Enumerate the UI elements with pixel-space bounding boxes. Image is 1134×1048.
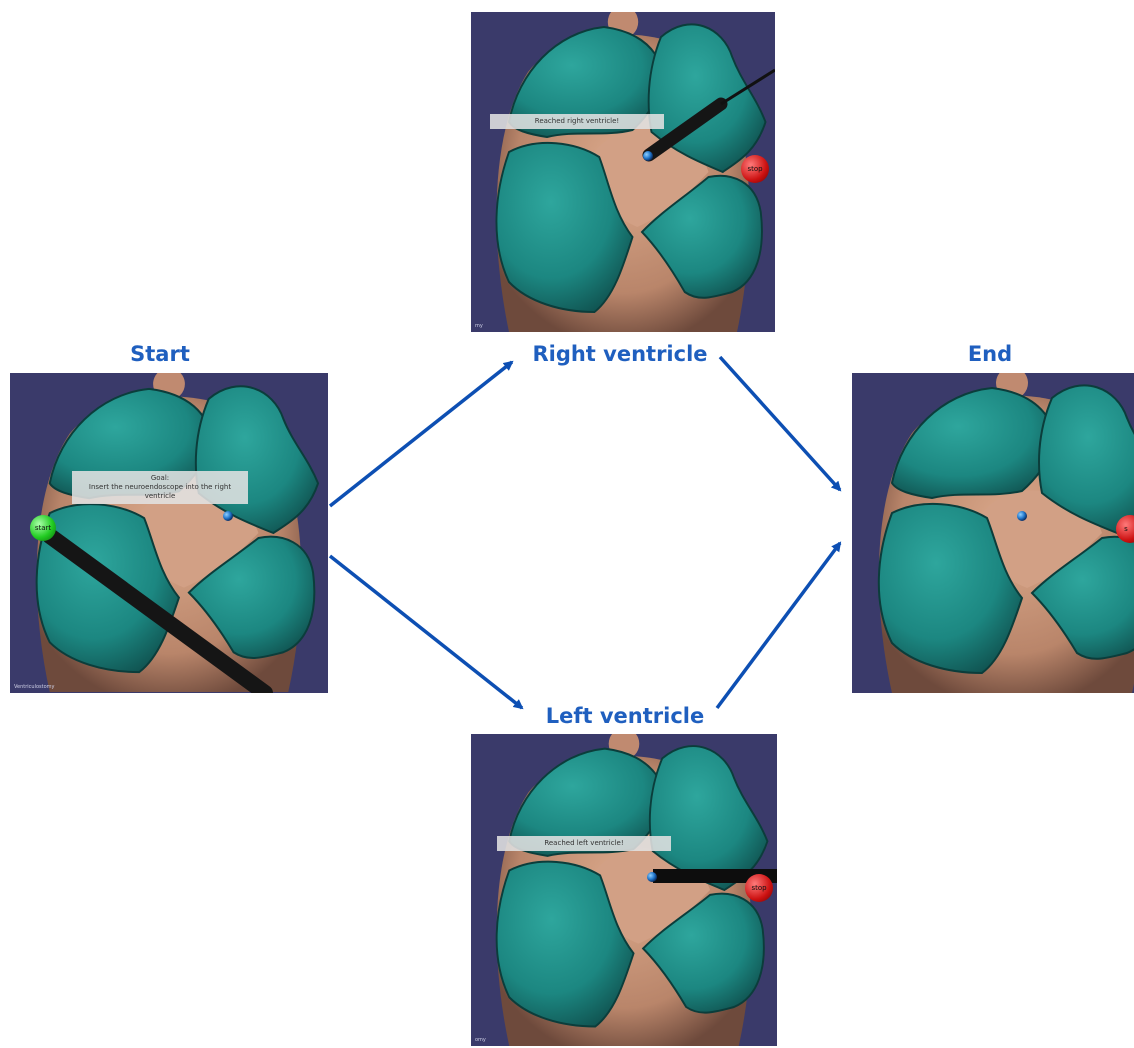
- right-corner-text: my: [475, 323, 483, 329]
- start-goal-message: Goal: Insert the neuroendoscope into the…: [72, 471, 248, 504]
- endoscope-icon: [42, 511, 273, 693]
- start-button-label: start: [34, 524, 52, 532]
- arrow-left-to-end: [715, 541, 842, 710]
- endoscope-icon: [647, 869, 777, 883]
- goal-label: Goal:: [150, 474, 170, 482]
- start-panel: Goal: Insert the neuroendoscope into the…: [10, 373, 328, 693]
- target-marker-icon: [647, 872, 657, 882]
- end-title: End: [967, 342, 1013, 366]
- end-overlay: [1017, 511, 1027, 521]
- stop-button-label: stop: [751, 884, 767, 892]
- target-marker-icon: [223, 511, 233, 521]
- target-marker-icon: [643, 151, 653, 161]
- stop-button[interactable]: s: [1116, 515, 1134, 543]
- stop-button-label: s: [1124, 525, 1128, 533]
- start-title: Start: [130, 342, 190, 366]
- left-corner-text: omy: [475, 1037, 486, 1043]
- stop-button[interactable]: stop: [741, 155, 769, 183]
- left-ventricle-panel: Reached left ventricle! stop omy: [471, 734, 777, 1046]
- left-ventricle-message: Reached left ventricle!: [497, 836, 671, 851]
- right-ventricle-title: Right ventricle: [532, 342, 708, 366]
- left-ventricle-title: Left ventricle: [545, 704, 705, 728]
- goal-text: Insert the neuroendoscope into the right…: [88, 483, 232, 500]
- end-panel: s: [852, 373, 1134, 693]
- start-button[interactable]: start: [30, 515, 56, 541]
- stop-button-label: stop: [747, 165, 763, 173]
- endoscope-icon: [642, 68, 775, 162]
- right-ventricle-panel: Reached right ventricle! stop my: [471, 12, 775, 332]
- right-ventricle-message: Reached right ventricle!: [490, 114, 664, 129]
- start-corner-text: Ventriculostomy: [14, 684, 55, 690]
- arrow-start-to-right: [328, 360, 514, 508]
- arrow-start-to-left: [328, 554, 524, 710]
- stop-button[interactable]: stop: [745, 874, 773, 902]
- arrow-right-to-end: [718, 355, 842, 492]
- target-marker-icon: [1017, 511, 1027, 521]
